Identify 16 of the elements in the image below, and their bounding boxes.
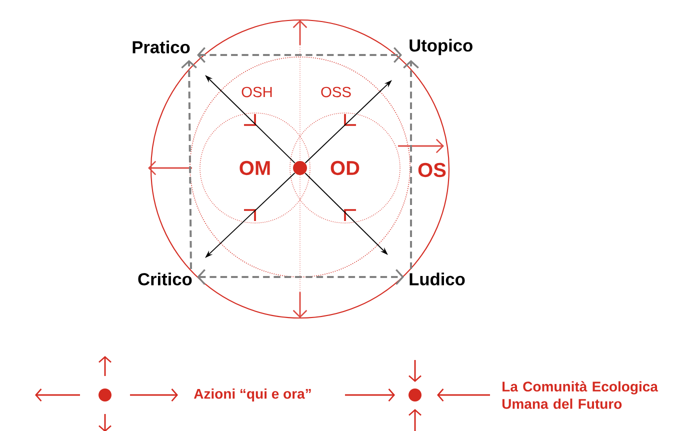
legend-label: La Comunità Ecologica Umana del Futuro — [502, 381, 658, 409]
corner-label: Ludico — [410, 272, 465, 286]
corner-label: Critico — [138, 272, 192, 286]
corner-label: Pratico — [132, 40, 190, 54]
zone-label: OSS — [319, 85, 353, 99]
corner-label: Utopico — [410, 38, 472, 56]
legend-label: Azioni “qui e ora” — [194, 388, 311, 402]
arrow — [403, 60, 419, 269]
arrow — [197, 269, 404, 285]
arrow — [197, 47, 402, 63]
zone-label: OSH — [240, 85, 274, 99]
zone-label: OD — [330, 160, 360, 176]
zone-label: OS — [416, 162, 448, 178]
arrow — [181, 60, 197, 269]
zone-label: OM — [240, 160, 270, 176]
center-dot — [293, 161, 307, 175]
